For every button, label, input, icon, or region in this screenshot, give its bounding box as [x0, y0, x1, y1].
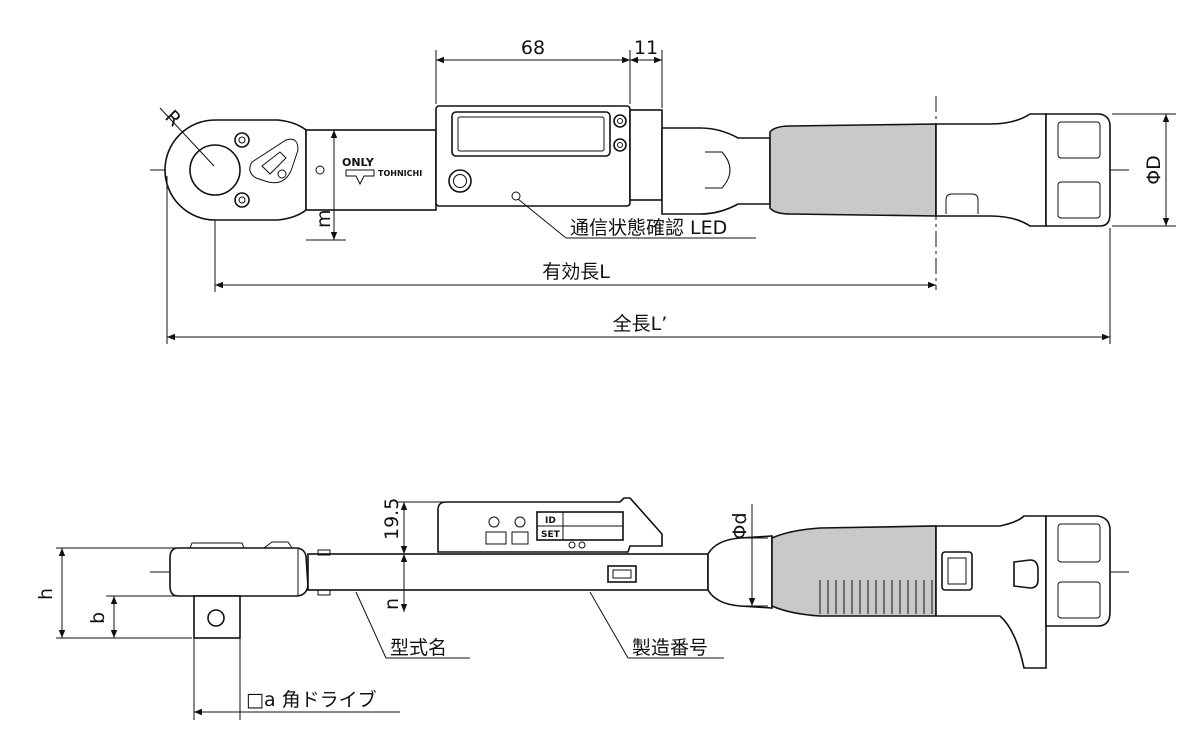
- side-handle-clip: [1013, 559, 1039, 589]
- dim-68-label: 68: [521, 37, 545, 59]
- side-shaft-pin-bottom: [317, 589, 331, 596]
- ratchet-lever: [249, 138, 299, 184]
- dim-m-label: m: [313, 209, 335, 228]
- side-handle-grip: [771, 525, 937, 617]
- handle-rear: [935, 113, 1047, 227]
- head-screw-2-core: [238, 196, 246, 204]
- side-display-dot-2: [514, 516, 526, 528]
- side-handle-window: [941, 551, 973, 591]
- power-button: [448, 169, 472, 193]
- wrench-neck: [661, 127, 771, 215]
- neck-oval-slot: [705, 151, 731, 189]
- side-handle-end-cap: [1045, 515, 1111, 627]
- marking-brand: TOHNICHI: [378, 169, 422, 178]
- head-screw-1-core: [238, 136, 246, 144]
- lcd-frame: [451, 111, 611, 157]
- dim-D-label: ΦD: [1143, 155, 1165, 185]
- serial-number-label: 製造番号: [632, 637, 708, 659]
- side-shaft-pin-top: [317, 549, 331, 556]
- dim-n-label: n: [381, 598, 403, 610]
- display-screw-1: [613, 114, 627, 128]
- dim-h-label: h: [35, 588, 57, 600]
- led-indicator: [511, 191, 521, 201]
- led-leader: [517, 198, 567, 239]
- dim-L-label: 有効長L: [542, 261, 610, 283]
- side-end-cap-slot-2: [1057, 581, 1101, 619]
- display-screw-2: [613, 138, 627, 152]
- dim-19-5-label: 19.5: [381, 498, 403, 540]
- side-marking-id: ID: [545, 516, 556, 526]
- side-shaft-button: [607, 565, 637, 583]
- marking-arrow-icon: [345, 169, 375, 186]
- side-display-led-2: [578, 541, 586, 549]
- ratchet-lever-notch: [261, 151, 287, 175]
- model-name-label: 型式名: [390, 637, 447, 659]
- side-shaft: [307, 553, 709, 591]
- side-display-port-1: [485, 531, 507, 545]
- radius-leader: [159, 107, 215, 167]
- radius-label: R: [160, 106, 185, 131]
- side-display-dot-1: [488, 516, 500, 528]
- head-screw-2: [234, 192, 250, 208]
- side-shaft-button-inner: [612, 569, 632, 579]
- handle-grip: [769, 123, 937, 217]
- end-cap-slot-2: [1057, 181, 1101, 219]
- shaft-marker-hole: [315, 165, 325, 175]
- top-view: ONLY TOHNICHI 68 11 R m: [150, 37, 1176, 344]
- display-housing-extension: [629, 109, 663, 201]
- display-screw-1-core: [617, 118, 623, 124]
- dim-d-label: Φd: [729, 512, 751, 539]
- side-marking-set: SET: [541, 530, 561, 540]
- side-view: ID SET: [35, 497, 1130, 720]
- side-end-cap-slot-1: [1057, 523, 1101, 563]
- ratchet-head: [164, 119, 307, 221]
- marking-only: ONLY: [342, 156, 375, 169]
- side-display-led-1: [568, 541, 576, 549]
- side-square-drive: [193, 595, 241, 639]
- power-button-inner: [453, 174, 467, 188]
- dim-b-label: b: [87, 612, 109, 624]
- side-head-lever: [263, 541, 293, 549]
- display-screw-2-core: [617, 142, 623, 148]
- led-label: 通信状態確認 LED: [570, 217, 727, 239]
- dim-Lt-label: 全長L’: [613, 313, 668, 335]
- handle-latch: [945, 193, 979, 214]
- model-name-leader: [355, 591, 387, 659]
- handle-end-cap: [1045, 113, 1111, 227]
- side-display-port-2: [511, 531, 529, 545]
- square-drive-hole: [189, 144, 241, 196]
- end-cap-slot-1: [1057, 121, 1101, 159]
- side-neck: [707, 535, 773, 609]
- square-drive-label: □a 角ドライブ: [246, 688, 377, 711]
- side-drive-ball: [207, 609, 225, 627]
- side-handle-window-inner: [947, 557, 967, 585]
- lcd-screen: [457, 116, 605, 152]
- head-screw-1: [234, 132, 250, 148]
- serial-number-leader: [589, 591, 629, 659]
- side-ratchet-head: [169, 547, 309, 597]
- head-small-pin: [277, 169, 287, 179]
- dim-11-label: 11: [634, 37, 658, 59]
- side-handle-rear: [935, 515, 1047, 669]
- side-head-top-bump: [189, 542, 245, 549]
